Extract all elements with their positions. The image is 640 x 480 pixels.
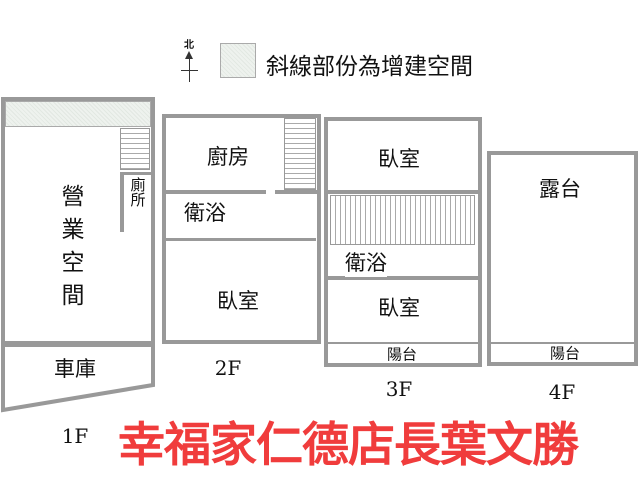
floor-label-2f: 2F — [214, 356, 242, 380]
business-space-label: 營業空間 — [57, 184, 83, 316]
balcony-label: 陽台 — [549, 344, 581, 363]
bath-label: 衛浴 — [345, 247, 387, 277]
balcony-label: 陽台 — [386, 345, 418, 364]
legend-swatch — [220, 43, 256, 78]
bedroom-1-label: 臥室 — [378, 147, 420, 171]
garage-outline — [0, 341, 155, 413]
bath-label: 衛浴 — [184, 201, 226, 225]
bedroom-label: 臥室 — [217, 289, 259, 313]
floor-label-3f: 3F — [385, 377, 413, 401]
stairs — [330, 195, 475, 245]
terrace-label: 露台 — [539, 177, 581, 201]
stairs — [284, 118, 316, 190]
toilet-label: 廁所 — [128, 177, 147, 207]
stairs — [120, 128, 150, 170]
north-arrow-icon: 北 — [180, 36, 200, 82]
addition-area — [5, 101, 151, 127]
kitchen-label: 廚房 — [207, 145, 249, 169]
bedroom-2-label: 臥室 — [378, 296, 420, 320]
agent-watermark: 幸福家仁德店長葉文勝 — [118, 418, 579, 473]
north-label: 北 — [184, 40, 194, 51]
floor-label-1f: 1F — [61, 424, 89, 448]
garage-label: 車庫 — [54, 357, 96, 381]
floor-label-4f: 4F — [548, 380, 576, 404]
legend-text: 斜線部份為增建空間 — [266, 54, 473, 80]
